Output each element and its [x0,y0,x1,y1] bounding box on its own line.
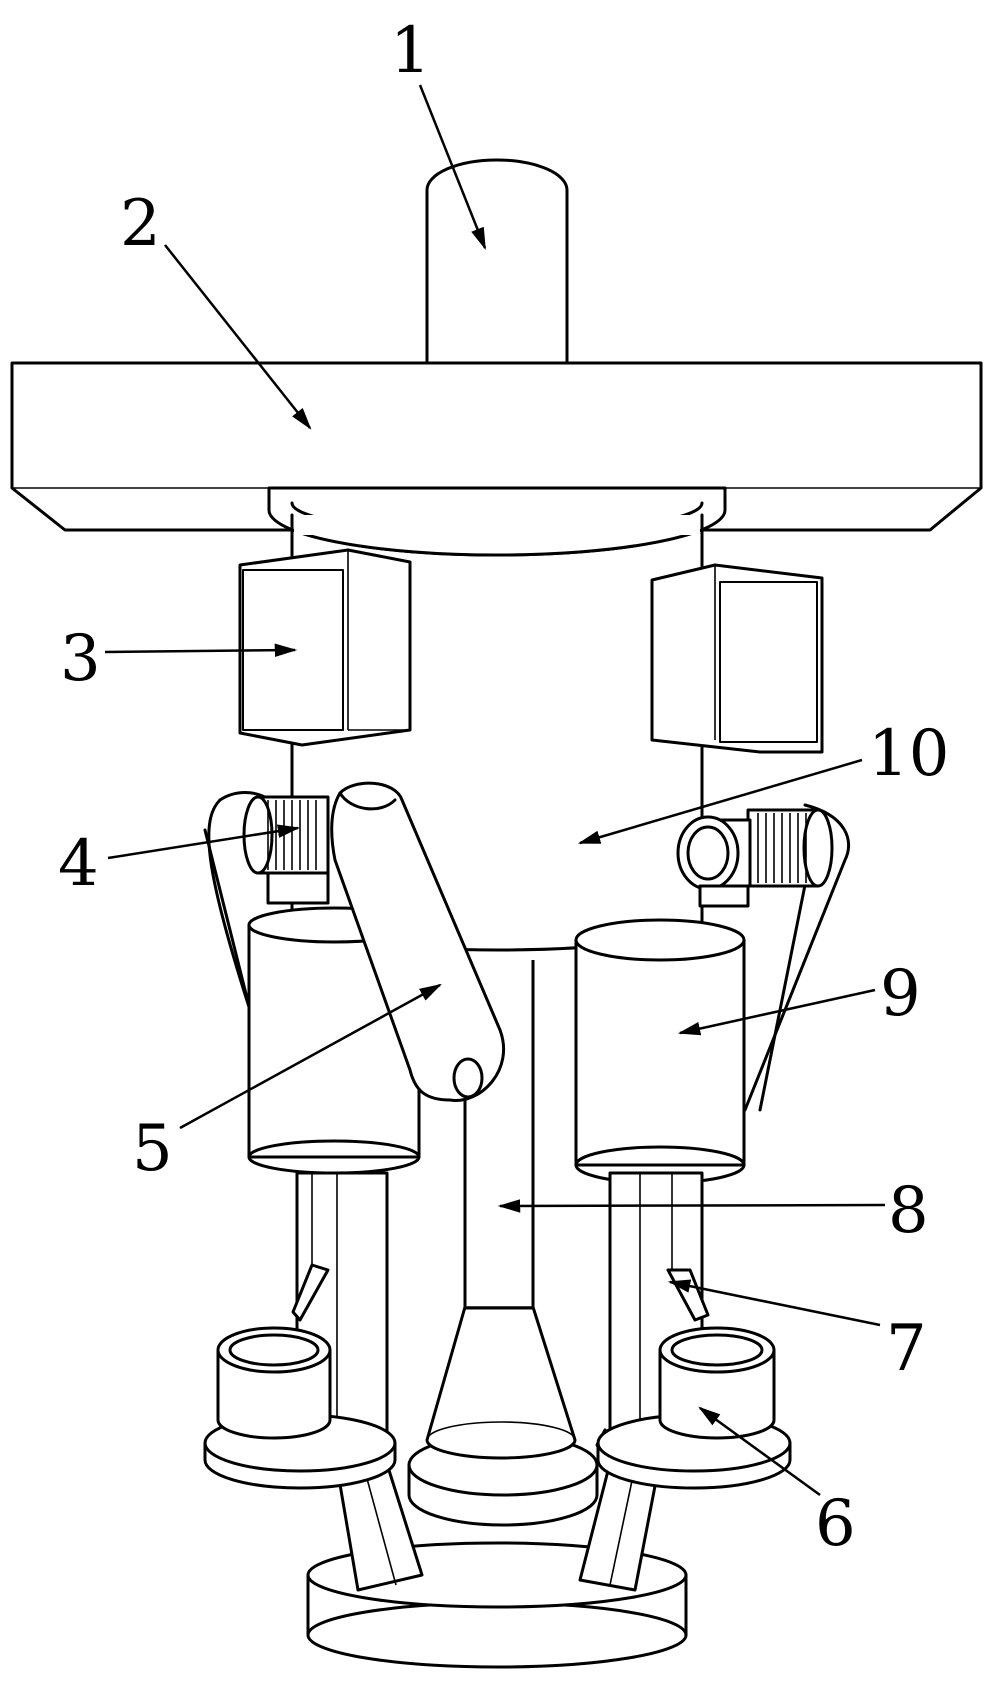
label-5: 5 [132,1112,173,1186]
label-2: 2 [120,187,161,261]
leader-7 [667,1279,881,1327]
leader-9 [677,988,876,1036]
label-3: 3 [60,622,101,696]
leader-10 [577,758,863,845]
right-pulley [676,808,834,908]
right-control-box [650,563,824,754]
right-motor-housing [574,918,746,1185]
leader-1 [418,84,487,251]
leader-3 [104,643,298,657]
leader-4 [107,824,301,860]
part-labels: 1 2 3 4 5 6 7 8 9 10 [58,14,949,1561]
label-8: 8 [888,1174,929,1248]
leader-lines [104,84,886,1497]
top-drive-shaft [425,158,569,365]
leader-2 [164,244,312,430]
label-4: 4 [58,827,99,901]
swing-arm [330,781,506,1102]
leader-8 [497,1199,886,1213]
left-cup-platform [203,1326,397,1490]
label-7: 7 [886,1312,927,1386]
leader-6 [698,1406,821,1497]
left-control-box [238,548,412,747]
left-pulley [242,795,330,905]
left-pulley-ribs [267,800,317,870]
label-10: 10 [868,717,949,791]
label-1: 1 [390,14,431,88]
label-9: 9 [880,957,921,1031]
right-cup-platform [596,1326,792,1490]
leader-5 [179,983,442,1130]
ring-under-plate [267,486,727,562]
label-6: 6 [815,1487,856,1561]
